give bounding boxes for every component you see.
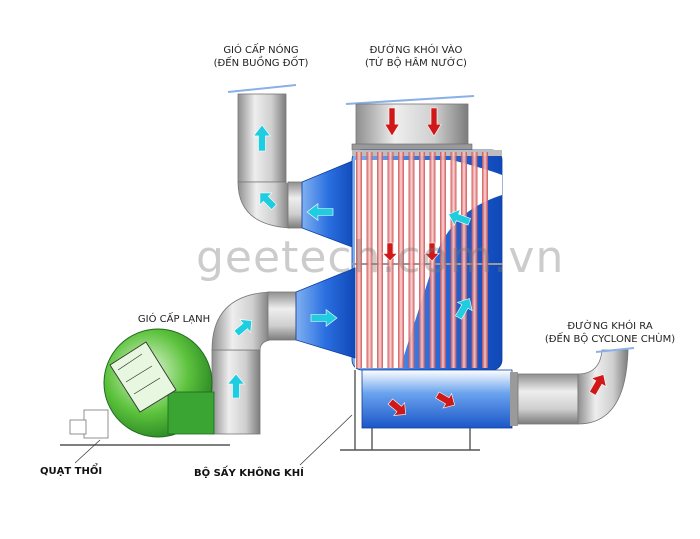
- air-flow-arrow: [233, 319, 252, 337]
- hot-air-outlet-duct: [227, 84, 303, 229]
- heater-tube: [398, 152, 404, 368]
- heater-tube: [356, 152, 362, 368]
- flue-flow-arrow: [426, 107, 442, 137]
- flue-out-subtitle: (ĐẾN BỘ CYCLONE CHÙM): [544, 334, 676, 345]
- hot-air-title: GIÓ CẤP NÓNG: [223, 45, 299, 56]
- heater-tube: [377, 152, 383, 368]
- cold-air-label: GIÓ CẤP LẠNH: [137, 314, 211, 325]
- support-frame: [340, 370, 480, 451]
- heater-tube: [366, 152, 373, 368]
- flue-flow-arrow: [387, 398, 406, 416]
- air-flow-arrow: [310, 308, 338, 328]
- blower-fan: [60, 328, 230, 446]
- heater-tube: [408, 152, 415, 368]
- flue-flow-arrow: [384, 107, 400, 137]
- hot-air-label: GIÓ CẤP NÓNG (ĐẾN BUỒNG ĐỐT): [206, 44, 316, 70]
- heater-tube: [482, 152, 488, 368]
- flue-flow-arrow: [435, 391, 456, 409]
- heater-tube: [419, 152, 425, 368]
- fan-leader-line: [74, 439, 101, 464]
- heater-tube: [461, 152, 467, 368]
- flue-outlet-duct: [517, 347, 635, 425]
- air-flow-arrow: [259, 192, 277, 210]
- air-flow-arrow: [455, 298, 473, 320]
- flue-in-title: ĐƯỜNG KHÓI VÀO: [369, 45, 463, 56]
- hot-air-subtitle: (ĐẾN BUỒNG ĐỐT): [213, 58, 309, 69]
- air-flow-arrow: [306, 202, 334, 222]
- air-flow-arrow: [226, 373, 246, 399]
- lower-air-plenum: [295, 267, 356, 359]
- fan-label: QUẠT THỔI: [40, 466, 103, 477]
- heater-tube: [440, 152, 446, 368]
- cold-air-duct: [211, 291, 297, 435]
- flue-flow-arrow: [382, 242, 398, 262]
- heater-leader-line: [299, 414, 353, 466]
- flue-flow-arrow: [424, 242, 440, 262]
- air-flow-arrow: [448, 208, 471, 227]
- heater-tube: [450, 152, 457, 368]
- flue-out-label: ĐƯỜNG KHÓI RA (ĐẾN BỘ CYCLONE CHÙM): [540, 320, 680, 346]
- air-flow-arrow: [252, 124, 272, 152]
- flue-out-title: ĐƯỜNG KHÓI RA: [567, 321, 653, 332]
- flue-in-subtitle: (TỪ BỘ HÂM NƯỚC): [365, 58, 467, 69]
- watermark: geetech.com.vn: [196, 232, 565, 283]
- flow-arrows: [226, 107, 607, 416]
- flue-in-label: ĐƯỜNG KHÓI VÀO (TỪ BỘ HÂM NƯỚC): [356, 44, 476, 70]
- flue-inlet-duct: [345, 95, 475, 151]
- heater-tube: [471, 152, 478, 368]
- flue-flow-arrow: [589, 374, 607, 396]
- air-heater-label: BỘ SẤY KHÔNG KHÍ: [194, 468, 304, 479]
